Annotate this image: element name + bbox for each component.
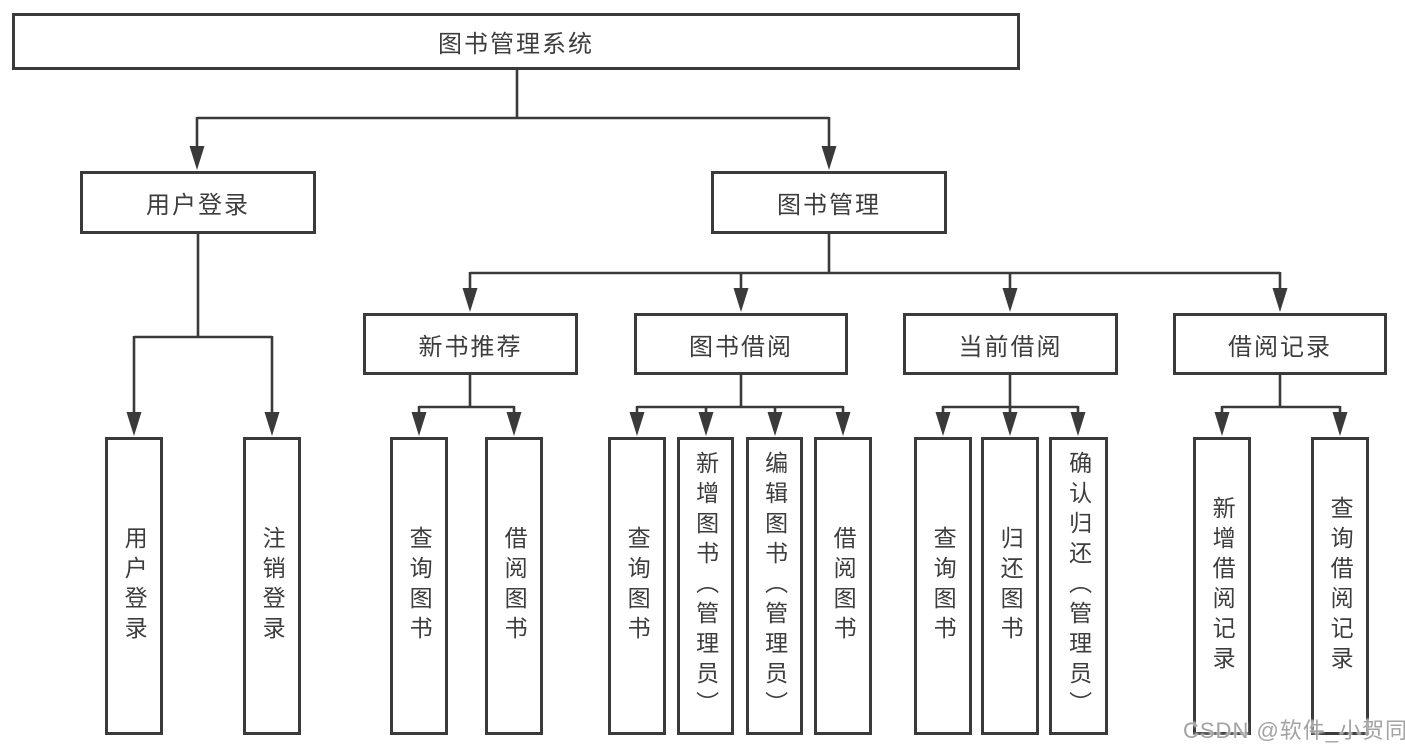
leaf-record-add: 新增借阅记录: [1193, 437, 1251, 735]
leaf-current-confirm-return-admin-label: 确认归还（管理员）: [1065, 451, 1092, 721]
node-current-borrow: 当前借阅: [903, 313, 1118, 375]
node-new-book-recommend: 新书推荐: [363, 313, 578, 375]
leaf-record-query: 查询借阅记录: [1311, 437, 1369, 735]
node-user-login: 用户登录: [80, 171, 316, 234]
node-book-borrow: 图书借阅: [634, 313, 848, 375]
leaf-recommend-borrow-book-label: 借阅图书: [501, 526, 528, 646]
leaf-current-confirm-return-admin: 确认归还（管理员）: [1049, 437, 1108, 735]
leaf-record-add-label: 新增借阅记录: [1209, 496, 1236, 676]
node-borrow-record: 借阅记录: [1173, 313, 1387, 375]
node-book-borrow-label: 图书借阅: [689, 333, 793, 361]
node-book-management-label: 图书管理: [777, 192, 881, 219]
leaf-record-query-label: 查询借阅记录: [1327, 496, 1354, 676]
leaf-current-query-book: 查询图书: [914, 437, 972, 735]
node-root-label: 图书管理系统: [438, 31, 594, 58]
leaf-recommend-query-book-label: 查询图书: [406, 526, 433, 646]
leaf-logout: 注销登录: [243, 437, 301, 735]
leaf-borrow-add-book-admin: 新增图书（管理员）: [677, 437, 734, 735]
leaf-current-query-book-label: 查询图书: [930, 526, 957, 646]
leaf-borrow-edit-book-admin-label: 编辑图书（管理员）: [761, 451, 788, 721]
leaf-borrow-query-book: 查询图书: [608, 437, 666, 735]
leaf-borrow-borrow-book-label: 借阅图书: [830, 526, 857, 646]
leaf-borrow-borrow-book: 借阅图书: [814, 437, 872, 735]
node-borrow-record-label: 借阅记录: [1228, 333, 1332, 361]
node-current-borrow-label: 当前借阅: [958, 333, 1063, 361]
leaf-logout-label: 注销登录: [259, 526, 286, 646]
node-new-book-recommend-label: 新书推荐: [418, 333, 523, 361]
leaf-borrow-add-book-admin-label: 新增图书（管理员）: [692, 451, 719, 721]
node-root: 图书管理系统: [12, 13, 1020, 70]
leaf-borrow-query-book-label: 查询图书: [624, 526, 651, 646]
leaf-user-login-label: 用户登录: [121, 526, 148, 646]
leaf-recommend-query-book: 查询图书: [390, 437, 448, 735]
leaf-current-return-book-label: 归还图书: [997, 526, 1024, 646]
node-book-management: 图书管理: [711, 171, 947, 234]
leaf-current-return-book: 归还图书: [981, 437, 1039, 735]
node-user-login-label: 用户登录: [146, 192, 250, 219]
leaf-borrow-edit-book-admin: 编辑图书（管理员）: [746, 437, 803, 735]
leaf-user-login: 用户登录: [105, 437, 163, 735]
leaf-recommend-borrow-book: 借阅图书: [485, 437, 543, 735]
watermark-text: CSDN @软件_小贺同学: [1183, 718, 1405, 743]
